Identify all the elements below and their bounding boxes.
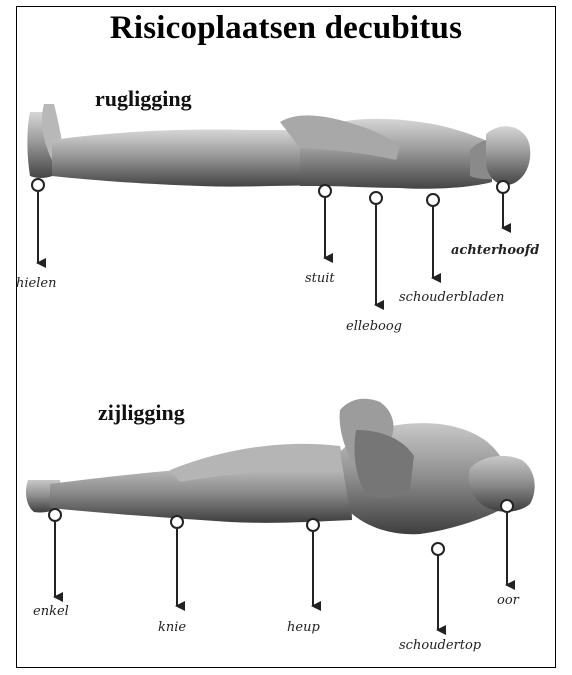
label-schoudertop: schoudertop: [399, 638, 481, 653]
label-schouderbladen: schouderbladen: [399, 290, 504, 305]
label-knie: knie: [158, 620, 186, 635]
label-heup: heup: [287, 620, 320, 635]
label-enkel: enkel: [33, 604, 69, 619]
label-oor: oor: [497, 593, 519, 608]
label-achterhoofd: achterhoofd: [451, 243, 539, 258]
label-hielen: hielen: [16, 276, 56, 291]
label-elleboog: elleboog: [346, 319, 402, 334]
supine-pressure-markers: [32, 179, 509, 305]
side-figure: [26, 399, 535, 535]
label-stuit: stuit: [305, 271, 335, 286]
supine-figure: [27, 104, 530, 189]
